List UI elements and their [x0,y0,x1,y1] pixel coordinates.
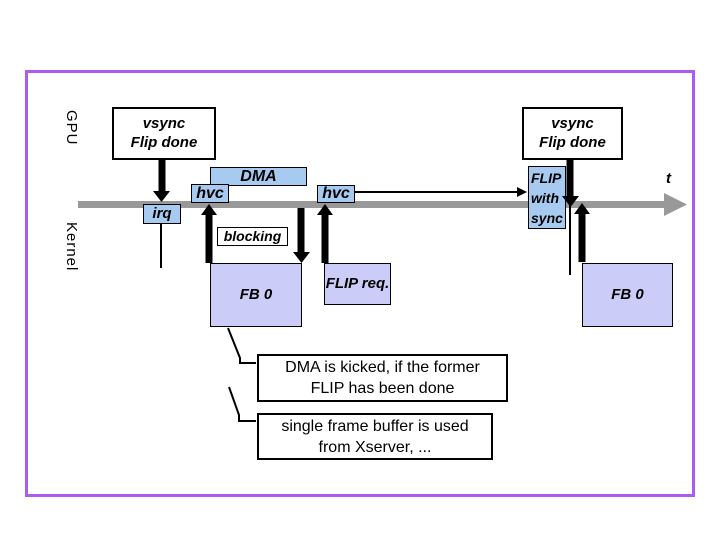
kernel-lane-label: Kernel [63,222,80,272]
vsync-left-line2: Flip done [130,133,198,151]
vsync-flip-done-box-left: vsync Flip done [112,107,216,160]
note-dma-kicked: DMA is kicked, if the former FLIP has be… [257,354,508,402]
hvc-box-first: hvc [191,184,229,203]
callout-line-1 [227,327,256,364]
note1-line2: FLIP has been done [310,380,455,397]
timeline-axis [78,201,664,208]
irq-box: irq [143,204,181,224]
note2-line1: single frame buffer is used [281,417,469,435]
blocking-box: blocking [217,227,288,246]
flip-with-sync-line3: sync [531,209,563,226]
timeline-arrowhead-icon [664,193,687,216]
flip-req-box: FLIP req. [324,263,391,305]
dma-box: DMA [210,167,307,186]
fb0-box-left: FB 0 [210,263,302,327]
note-single-framebuffer: single frame buffer is used from Xserver… [257,413,493,460]
note1-line1: DMA is kicked, if the former [285,359,480,376]
time-axis-label: t [666,170,671,187]
note2-line2: from Xserver, ... [318,438,432,456]
vsync-right-line1: vsync [551,114,594,132]
callout-line-2 [228,386,256,422]
vsync-right-line2: Flip done [539,133,606,151]
flip-with-sync-line1: FLIP [531,169,562,186]
fb0-box-right: FB 0 [582,263,673,327]
hvc-to-flip-arrowhead-icon [517,187,527,197]
gpu-lane-label: GPU [63,110,80,146]
hvc-box-second: hvc [317,185,355,203]
vsync-left-line1: vsync [142,114,186,132]
slide-frame [25,70,695,497]
vsync-flip-done-box-right: vsync Flip done [522,107,623,160]
flip-with-sync-box: FLIP with sync [528,166,566,229]
flip-with-sync-line2: with [531,189,559,206]
